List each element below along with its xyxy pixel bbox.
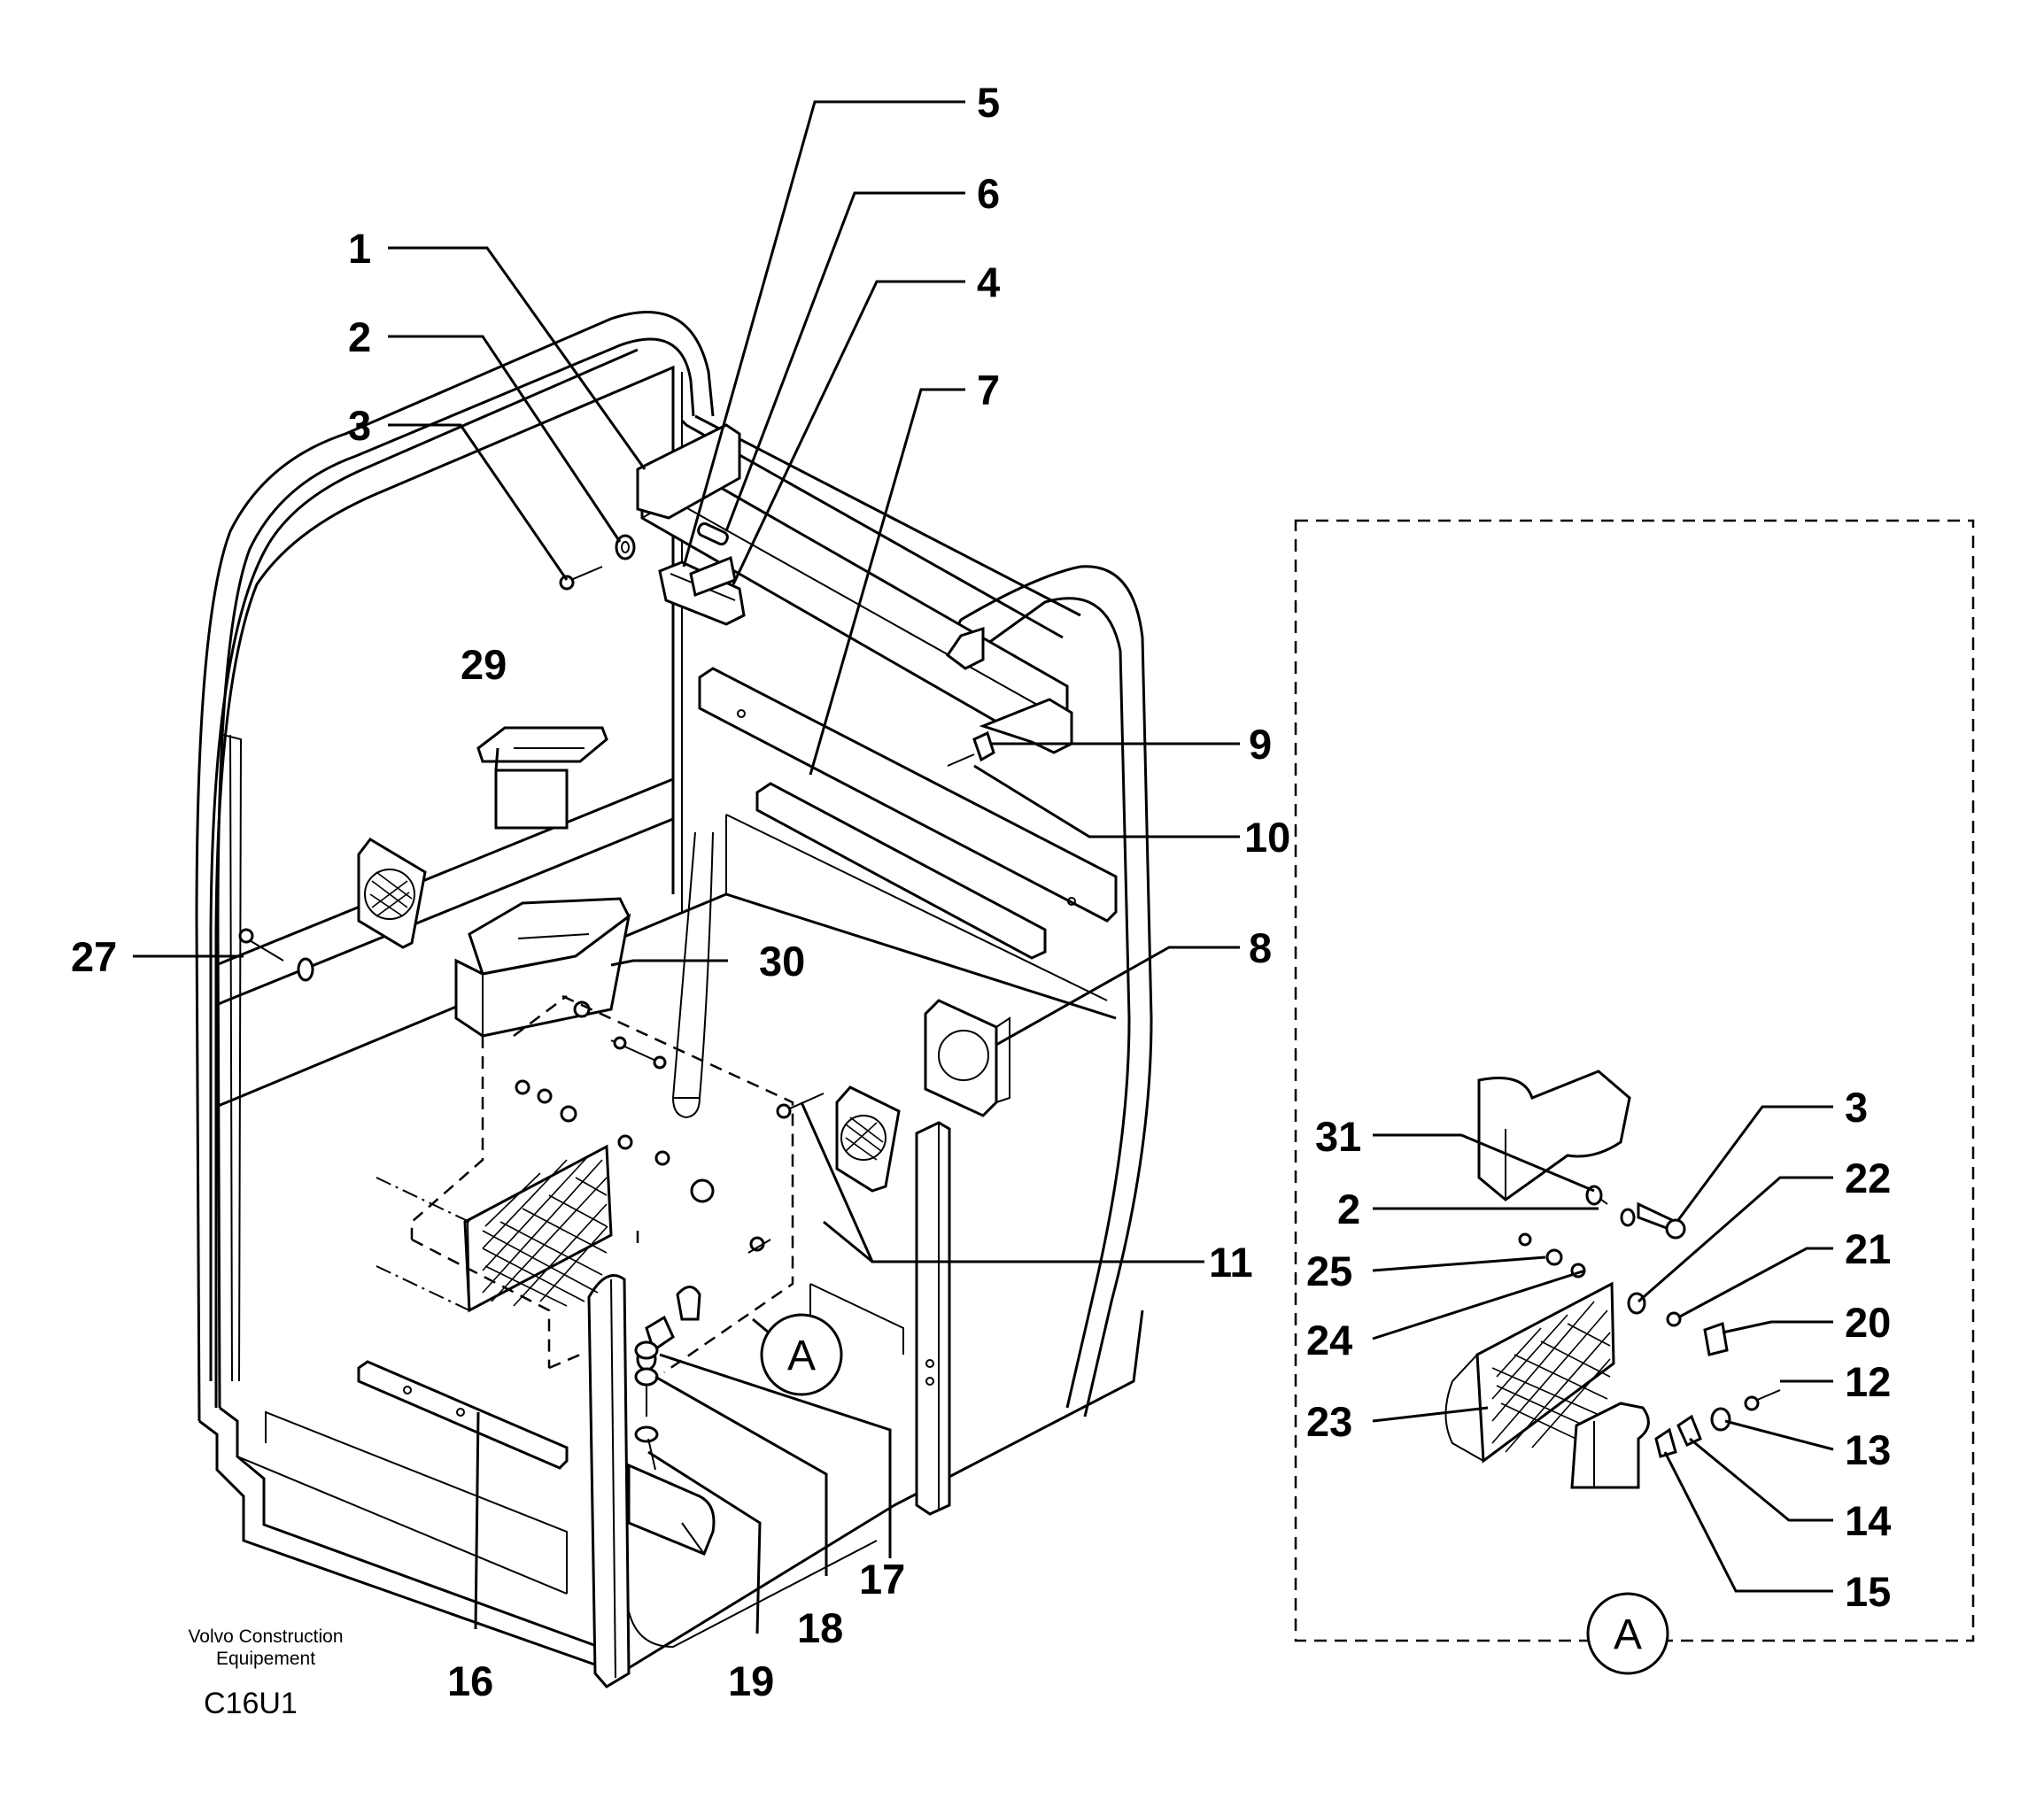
detail-callout-14: 14 (1845, 1497, 1891, 1544)
callout-2: 2 (348, 313, 371, 360)
callout-18: 18 (797, 1604, 843, 1651)
detail-callout-13: 13 (1845, 1426, 1891, 1473)
drawing-code: C16U1 (204, 1687, 298, 1720)
callout-5: 5 (977, 79, 1000, 126)
callout-4: 4 (977, 259, 1000, 305)
view-a-marker-main: A (760, 1313, 843, 1396)
detail-callout-2: 2 (1337, 1186, 1360, 1232)
detail-callout-31: 31 (1315, 1113, 1361, 1160)
assembly-guides (376, 994, 794, 1374)
main-callout-labels: 1 2 3 5 6 4 7 29 9 10 8 30 27 11 16 19 1… (71, 79, 1290, 1704)
callout-29: 29 (461, 641, 507, 688)
detail-callout-25: 25 (1306, 1248, 1352, 1294)
detail-callout-21: 21 (1845, 1225, 1891, 1272)
top-parts (238, 423, 1073, 1471)
callout-27: 27 (71, 933, 117, 980)
detail-callout-20: 20 (1845, 1299, 1891, 1346)
callout-1: 1 (348, 225, 371, 272)
callout-19: 19 (728, 1657, 774, 1704)
detail-callout-23: 23 (1306, 1398, 1352, 1445)
detail-callout-12: 12 (1845, 1358, 1891, 1405)
callout-7: 7 (977, 367, 1000, 413)
credit-line-2: Equipement (216, 1649, 315, 1669)
detail-callout-24: 24 (1306, 1317, 1352, 1364)
callout-3: 3 (348, 402, 371, 449)
detail-leaders (1372, 1105, 1834, 1593)
callout-9: 9 (1249, 721, 1272, 768)
main-leaders (133, 100, 1240, 1634)
detail-callout-3: 3 (1845, 1084, 1868, 1131)
callout-16: 16 (447, 1657, 493, 1704)
callout-8: 8 (1249, 924, 1272, 971)
detail-callout-22: 22 (1845, 1155, 1891, 1201)
callout-10: 10 (1244, 814, 1290, 861)
credit-line-1: Volvo Construction (188, 1626, 343, 1647)
view-a-label-main: A (787, 1333, 816, 1379)
detail-callout-15: 15 (1845, 1568, 1891, 1615)
detail-callout-labels: 31 2 25 24 23 3 22 21 20 12 13 14 15 (1306, 1084, 1891, 1615)
callout-11: 11 (1209, 1239, 1253, 1286)
view-a-label-detail: A (1614, 1611, 1642, 1658)
view-a-marker-detail: A (1586, 1592, 1669, 1675)
callout-6: 6 (977, 170, 1000, 217)
callout-17: 17 (859, 1556, 905, 1603)
callout-30: 30 (759, 938, 805, 985)
detail-view-a (1294, 519, 1975, 1642)
cab-frame (195, 311, 1153, 1688)
footer: Volvo Construction Equipement C16U1 (188, 1626, 343, 1720)
